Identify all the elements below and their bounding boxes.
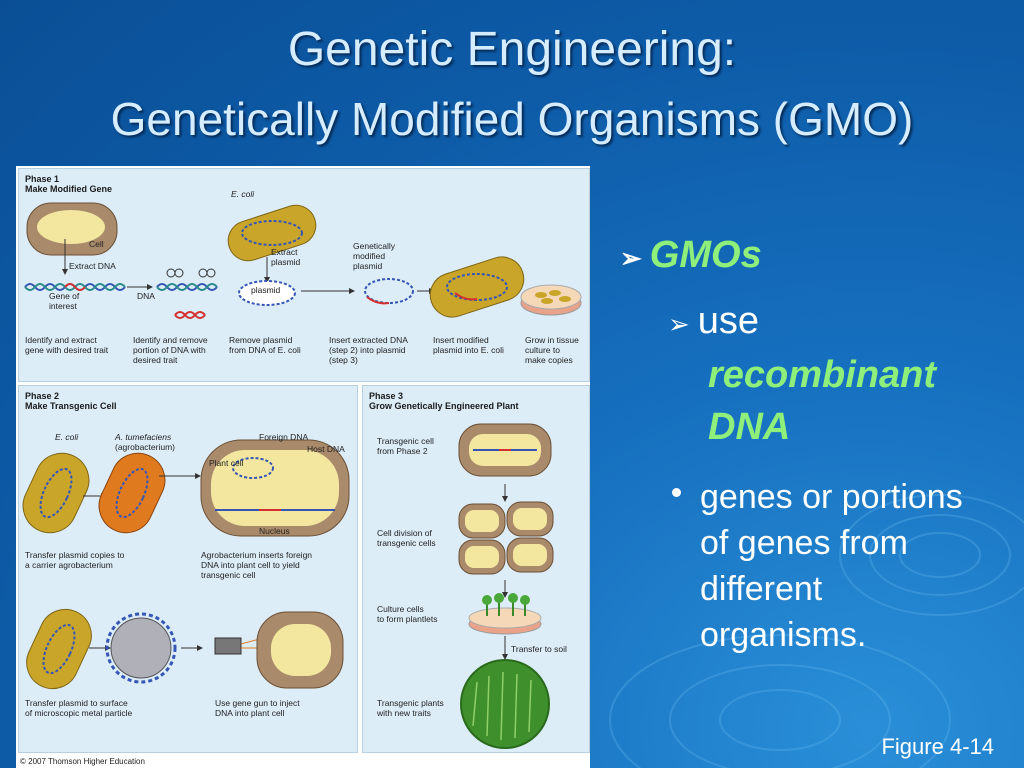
copyright-notice: © 2007 Thomson Higher Education [20, 757, 145, 766]
interest-label: interest [49, 301, 77, 311]
figure-reference: Figure 4-14 [881, 734, 994, 759]
phase3-title: Phase 3 [369, 391, 404, 401]
phase3-subtitle: Grow Genetically Engineered Plant [369, 401, 519, 411]
host-dna-label: Host DNA [307, 444, 345, 454]
phase1-panel: Phase 1 Make Modified Gene [18, 168, 590, 382]
extract-label: Extract [271, 247, 298, 257]
slide-subtitle: Genetically Modified Organisms (GMO) [110, 93, 914, 145]
extract-dna-label: Extract DNA [69, 261, 116, 271]
phase1-subtitle: Make Modified Gene [25, 184, 113, 194]
phase1-title: Phase 1 [25, 174, 60, 184]
bullet-recombinant-text: recombinant [708, 354, 937, 396]
phase2-title: Phase 2 [25, 391, 60, 401]
arrow-bullet-icon: ➢ [668, 309, 690, 339]
gene-of-label: Gene of [49, 291, 80, 301]
phase3-panel: Phase 3 Grow Genetically Engineered Plan… [362, 385, 590, 753]
ecoli-label: E. coli [231, 189, 255, 199]
bullet-gmos-text: GMOs [649, 234, 762, 276]
slide-title: Genetic Engineering: [287, 23, 737, 76]
bullet-level3-line: organisms. [700, 616, 867, 654]
phase1-illustration [24, 202, 582, 319]
phase2-illustration [22, 439, 350, 690]
bullet-level3-line: of genes from [700, 524, 908, 562]
agrobacterium-label: (agrobacterium) [115, 442, 175, 452]
bullet-use-text: use [697, 300, 760, 342]
bullet-level3-line: different [700, 570, 823, 608]
gmo-process-figure: Phase 1 Make Modified Gene [16, 166, 590, 768]
atumefaciens-label: A. tumefaciens [115, 432, 172, 442]
phase2-subtitle: Make Transgenic Cell [25, 401, 117, 411]
arrow-bullet-icon: ➢ [620, 243, 642, 273]
gm-label-2: modified [353, 251, 386, 261]
phase3-illustration [458, 423, 554, 749]
gm-label-1: Genetically [353, 241, 396, 251]
ecoli-label-p2: E. coli [55, 432, 79, 442]
dot-bullet-icon [672, 488, 681, 497]
foreign-dna-label: Foreign DNA [259, 432, 309, 442]
cell-label: Cell [89, 239, 104, 249]
bullet-level1: ➢GMOs [620, 234, 762, 277]
p3-caption-4: Transfer to soil [511, 644, 567, 654]
nucleus-label: Nucleus [259, 526, 290, 536]
bullet-level3: genes or portions of genes from differen… [672, 474, 1022, 658]
phase2-panel: Phase 2 Make Transgenic Cell [18, 385, 358, 753]
bullet-level2: ➢use [668, 300, 759, 343]
gm-label-3: plasmid [353, 261, 383, 271]
p1-caption-4: Insert extracted DNA(step 2) into plasmi… [329, 335, 408, 365]
plant-cell-label: Plant cell [209, 458, 244, 468]
dna-label: DNA [137, 291, 155, 301]
bullet-level3-line: genes or portions [700, 478, 963, 516]
bullet-dna-text: DNA [708, 406, 791, 448]
extract-plasmid-label: plasmid [271, 257, 301, 267]
plasmid-label: plasmid [251, 285, 281, 295]
